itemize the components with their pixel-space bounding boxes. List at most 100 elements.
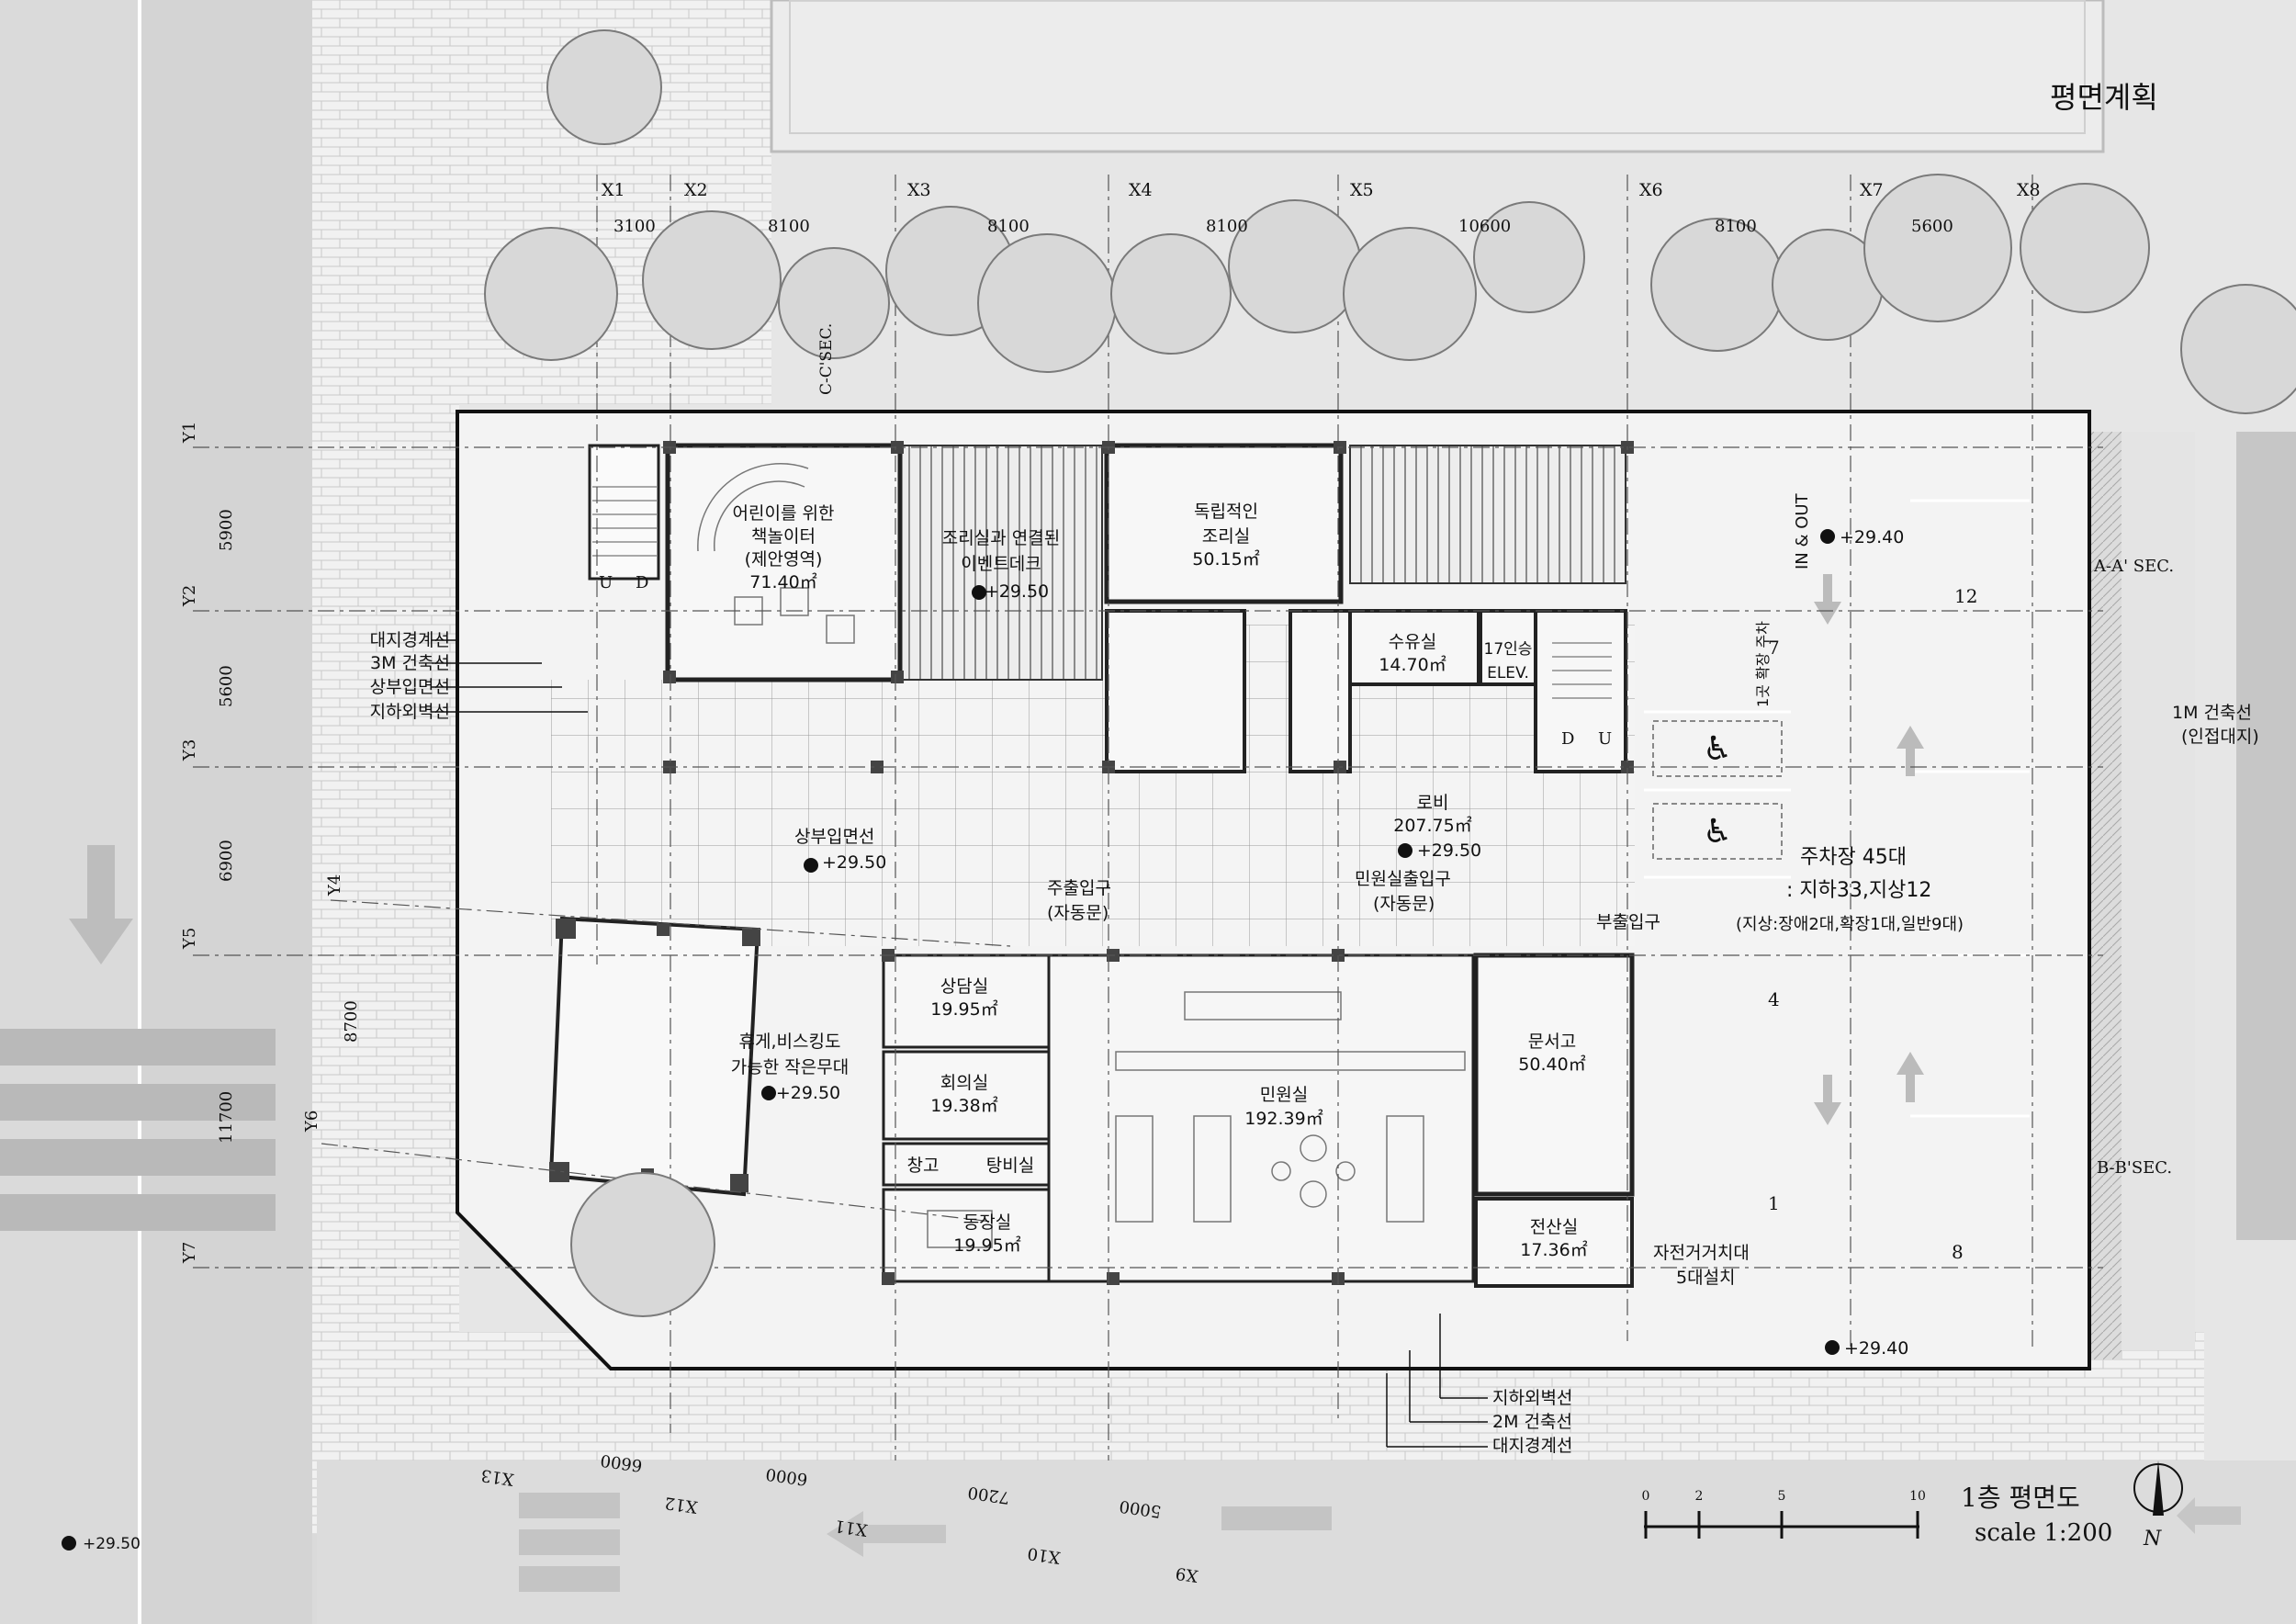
section-cc-label: C-C'SEC. [817, 323, 836, 395]
driveway-arrows [1814, 574, 1924, 1125]
deck-level: +29.50 [985, 581, 1049, 602]
grid-y3: Y3 [180, 739, 199, 761]
parking-number-12: 12 [1954, 585, 1977, 607]
grid-x11: X11 [833, 1516, 868, 1539]
stair-left-treads [592, 486, 657, 557]
civil-entry-sub: (자동문) [1373, 894, 1435, 914]
grid-y5: Y5 [180, 928, 199, 950]
parking-number-7: 7 [1768, 637, 1780, 659]
legend-site-boundary: 대지경계선 [370, 630, 450, 650]
legend-3m-setback: 3M 건축선 [370, 653, 450, 673]
lobby-name: 로비 [1417, 793, 1449, 813]
nursing-room-area: 14.70㎡ [1379, 654, 1446, 675]
civil-room-name: 민원실 [1260, 1085, 1308, 1105]
bottom-road [317, 1460, 2296, 1624]
dim-y3-y5: 6900 [217, 840, 236, 882]
level-corner-label: +29.50 [83, 1535, 141, 1553]
north-label: N [2143, 1528, 2162, 1551]
legend-bottom: 지하외벽선 2M 건축선 대지경계선 [1492, 1388, 1572, 1456]
scalebar-labels: 0 2 5 10 [1642, 1489, 1926, 1504]
level-top-label: +29.40 [1840, 527, 1904, 547]
parking-detail: (지상:장애2대,확장1대,일반9대) [1736, 915, 1964, 934]
legend-bottom-basement-wall: 지하외벽선 [1492, 1388, 1572, 1408]
civil-entry-label: 민원실출입구 [1355, 869, 1451, 889]
lobby-area: 207.75㎡ [1393, 815, 1471, 836]
nursing-room-walls [1348, 609, 1480, 686]
archive-name: 문서고 [1528, 1032, 1576, 1052]
level-marker-icons [62, 529, 1840, 1551]
grid-x9: X9 [1175, 1563, 1199, 1585]
grid-x5: X5 [1350, 180, 1374, 200]
crosswalk-bottom [519, 1493, 1332, 1592]
dim-y4-y6: 8700 [342, 1000, 361, 1043]
legend-upper-elevation: 상부입면선 [370, 677, 450, 697]
deck-label-2: 이벤트데크 [961, 554, 1041, 574]
scalebar-5: 5 [1778, 1489, 1786, 1504]
wheelchair-icon: ♿ [1703, 813, 1732, 851]
setback-line-label: 상부입면선 [794, 827, 874, 847]
main-entry-label: 주출입구 [1047, 878, 1111, 898]
stair-left-up: U [599, 573, 613, 592]
ramp-deck [1349, 445, 1626, 584]
dim-x6-x7: 8100 [1715, 217, 1757, 236]
scalebar-2: 2 [1695, 1489, 1704, 1504]
stair-right [1534, 609, 1627, 773]
dim-x1-x2: 3100 [613, 217, 656, 236]
grid-top-dims: 3100 8100 8100 8100 10600 8100 5600 [613, 217, 1953, 236]
grid-left-labels: Y1 Y2 Y3 Y4 Y5 Y6 Y7 5900 5600 6900 8700… [180, 422, 361, 1264]
road-arrow-left-icon [827, 1511, 946, 1557]
trees [484, 29, 2296, 1317]
kitchen-label-1: 독립적인 [1194, 502, 1258, 522]
parking-title: 주차장 45대 [1800, 846, 1907, 869]
grid-x2: X2 [684, 180, 708, 200]
dongjang-room-name: 동장실 [963, 1212, 1011, 1233]
sub-entry-label: 부출입구 [1596, 912, 1660, 932]
stair-right-down: D [1561, 729, 1574, 749]
in-out-label: IN & OUT [1793, 492, 1812, 570]
storage-name: 창고 [907, 1156, 940, 1176]
legend-bottom-site-boundary: 대지경계선 [1492, 1436, 1572, 1456]
grid-x3: X3 [907, 180, 931, 200]
top-plaza-inner [789, 0, 2086, 134]
civil-room-area: 192.39㎡ [1244, 1108, 1322, 1129]
consult-room-area: 19.95㎡ [930, 998, 997, 1020]
kids-room-label-2: 책놀이터 [751, 526, 816, 547]
restroom-2 [1289, 609, 1352, 773]
scale-bar [1644, 1511, 1919, 1539]
top-plaza [770, 0, 2105, 153]
stair-right-treads [1552, 642, 1612, 699]
stair-left-down: D [636, 573, 648, 592]
restroom-1 [1105, 609, 1246, 773]
columns [549, 441, 1634, 1285]
drawing-scale: scale 1:200 [1975, 1519, 2112, 1547]
grid-y1: Y1 [180, 422, 199, 444]
dim-y2-y3: 5600 [217, 665, 236, 707]
civil-room-furniture [927, 991, 1466, 1248]
legend-left-leaders [432, 639, 588, 713]
grid-x12: X12 [663, 1493, 698, 1517]
grid-x13: X13 [479, 1465, 514, 1489]
parking-sub: : 지하33,지상12 [1786, 879, 1931, 902]
kids-room-label-1: 어린이를 위한 [733, 503, 835, 524]
dim-x4-x5: 8100 [1206, 217, 1248, 236]
nursing-room-name: 수유실 [1389, 632, 1436, 652]
stage-label-2: 가능한 작은무대 [731, 1057, 849, 1077]
left-road-lane [138, 0, 312, 1624]
grid-x1: X1 [602, 180, 625, 200]
meeting-room-area: 19.38㎡ [930, 1095, 997, 1116]
drawing-name: 1층 평면도 [1961, 1483, 2080, 1513]
wheelchair-icon: ♿ [1703, 730, 1732, 768]
road-arrow-down-icon [69, 845, 133, 964]
dim-x5-x6: 10600 [1458, 217, 1511, 236]
grid-y2: Y2 [180, 585, 199, 607]
section-bb-label: B-B'SEC. [2097, 1158, 2172, 1178]
grid-top-labels: X1 X2 X3 X4 X5 X6 X7 X8 [602, 180, 2041, 200]
stage-level: +29.50 [776, 1083, 840, 1103]
setback-line-level: +29.50 [822, 852, 886, 873]
level-bottom-label: +29.40 [1844, 1338, 1908, 1359]
consult-room-walls [882, 953, 1051, 1049]
north-arrow-icon [2133, 1460, 2183, 1516]
elevator-label-2: ELEV. [1487, 664, 1529, 682]
dongjang-room-area: 19.95㎡ [953, 1235, 1020, 1256]
